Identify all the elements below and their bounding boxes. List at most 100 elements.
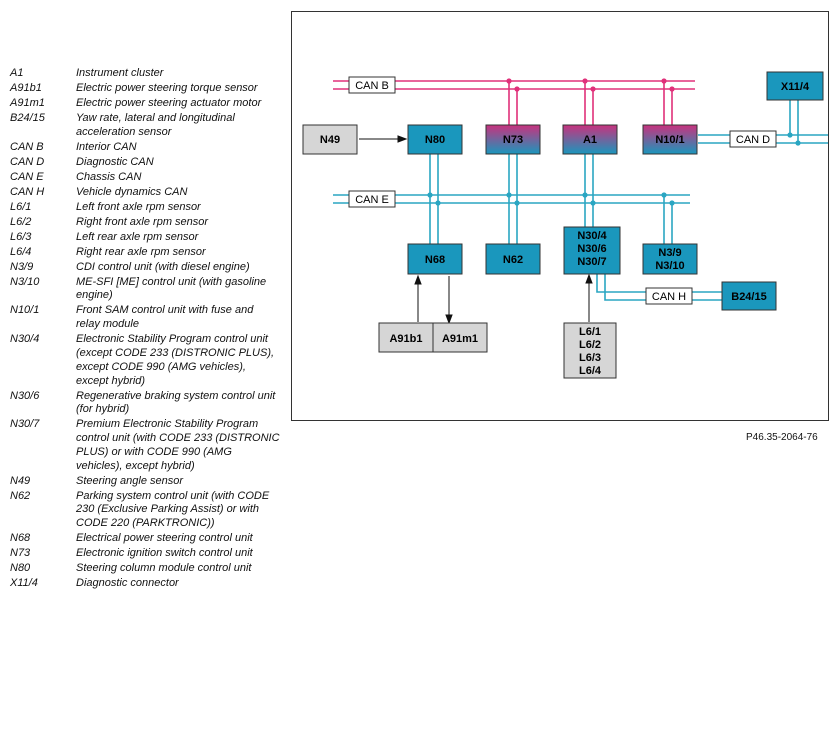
legend-desc: Premium Electronic Stability Program con… xyxy=(76,418,280,472)
legend-row: N62 Parking system control unit (with COD… xyxy=(10,490,280,531)
svg-text:N30/7: N30/7 xyxy=(577,256,606,268)
can-e-junctions xyxy=(427,192,675,206)
svg-text:A91b1: A91b1 xyxy=(389,333,422,345)
n10-1-box: N10/1 xyxy=(642,124,698,155)
legend-desc: Left front axle rpm sensor xyxy=(76,200,201,213)
legend-code: N49 xyxy=(10,474,31,487)
legend-desc: Vehicle dynamics CAN xyxy=(76,185,188,198)
legend-row: B24/15 Yaw rate, lateral and longitudinal… xyxy=(10,112,280,140)
legend-desc: Steering angle sensor xyxy=(76,474,184,487)
svg-text:CAN E: CAN E xyxy=(355,194,389,206)
can-b-label: CAN B xyxy=(348,76,396,94)
a91m1-box: A91m1 xyxy=(432,322,488,353)
legend-code: N62 xyxy=(10,489,31,502)
network-diagram: CAN B CAN E CAN D CAN H xyxy=(302,71,828,379)
svg-text:N80: N80 xyxy=(425,134,445,146)
legend-row: L6/2 Right front axle rpm sensor xyxy=(10,216,280,230)
legend-code: N68 xyxy=(10,532,31,545)
legend-code: A1 xyxy=(10,67,24,79)
svg-text:N10/1: N10/1 xyxy=(655,134,684,146)
legend-desc: Left rear axle rpm sensor xyxy=(76,230,199,243)
svg-text:N68: N68 xyxy=(425,254,445,266)
legend-code: L6/3 xyxy=(10,230,32,243)
svg-text:N3/9: N3/9 xyxy=(658,247,681,259)
legend-code: CAN B xyxy=(10,140,44,153)
legend-code: B24/15 xyxy=(10,111,45,124)
can-d-label: CAN D xyxy=(729,130,777,148)
svg-text:N73: N73 xyxy=(503,134,523,146)
legend-row: L6/3 Left rear axle rpm sensor xyxy=(10,231,280,245)
b24-15-box: B24/15 xyxy=(721,281,777,311)
legend-row: N49 Steering angle sensor xyxy=(10,475,280,489)
svg-text:CAN B: CAN B xyxy=(355,80,389,92)
legend-code: CAN D xyxy=(10,155,45,168)
legend-desc: Right front axle rpm sensor xyxy=(76,215,209,228)
legend-row: N10/1 Front SAM control unit with fuse an… xyxy=(10,304,280,332)
legend-row: N68 Electrical power steering control uni… xyxy=(10,532,280,546)
svg-text:N30/6: N30/6 xyxy=(577,243,606,255)
legend-code: L6/4 xyxy=(10,245,32,258)
legend-code: N10/1 xyxy=(10,304,40,317)
svg-text:X11/4: X11/4 xyxy=(781,81,810,93)
legend-row: X11/4 Diagnostic connector xyxy=(10,577,280,591)
legend-row: N3/9 CDI control unit (with diesel engine… xyxy=(10,261,280,275)
can-h-label: CAN H xyxy=(645,287,693,305)
figure-reference: P46.35-2064-76 xyxy=(746,432,818,443)
legend-code: A91m1 xyxy=(10,96,45,109)
legend-row: N30/4 Electronic Stability Program contro… xyxy=(10,333,280,388)
n30-box: N30/4 N30/6 N30/7 xyxy=(563,226,621,275)
legend-desc: Front SAM control unit with fuse and rel… xyxy=(76,304,254,331)
n62-box: N62 xyxy=(485,243,541,275)
legend-code: L6/2 xyxy=(10,215,32,228)
svg-text:N30/4: N30/4 xyxy=(577,230,607,242)
legend-desc: Electronic Stability Program control uni… xyxy=(76,333,275,387)
legend-code: N30/6 xyxy=(10,389,40,402)
legend-code: N73 xyxy=(10,547,31,560)
legend-desc: Diagnostic connector xyxy=(76,577,179,590)
legend-desc: Electrical power steering control unit xyxy=(76,532,253,545)
legend-desc: ME-SFI [ME] control unit (with gasoline … xyxy=(76,275,267,302)
legend-code: X11/4 xyxy=(10,577,38,590)
legend-desc: Parking system control unit (with CODE 2… xyxy=(76,489,270,530)
legend-code: CAN H xyxy=(10,185,45,198)
svg-text:L6/2: L6/2 xyxy=(579,339,601,351)
svg-text:A1: A1 xyxy=(583,134,597,146)
legend-row: CAN D Diagnostic CAN xyxy=(10,156,280,170)
n73-box: N73 xyxy=(485,124,541,155)
can-d-junctions xyxy=(787,132,801,146)
legend-desc: CDI control unit (with diesel engine) xyxy=(76,260,250,273)
svg-text:N62: N62 xyxy=(503,254,523,266)
legend-desc: Diagnostic CAN xyxy=(76,155,154,168)
n3-box: N3/9 N3/10 xyxy=(642,243,698,275)
legend-desc: Instrument cluster xyxy=(76,67,164,79)
legend-row: A1 Instrument cluster xyxy=(10,67,280,81)
legend-desc: Steering column module control unit xyxy=(76,562,252,575)
l6-box: L6/1 L6/2 L6/3 L6/4 xyxy=(563,322,617,379)
legend-code: N30/4 xyxy=(10,333,40,346)
svg-text:B24/15: B24/15 xyxy=(731,291,766,303)
legend-row: CAN B Interior CAN xyxy=(10,141,280,155)
svg-text:L6/1: L6/1 xyxy=(579,326,601,338)
svg-text:A91m1: A91m1 xyxy=(442,333,478,345)
legend-code: N3/9 xyxy=(10,260,34,273)
svg-text:N3/10: N3/10 xyxy=(655,260,684,272)
a91b1-box: A91b1 xyxy=(378,322,434,353)
svg-text:CAN H: CAN H xyxy=(652,291,686,303)
legend-row: L6/4 Right rear axle rpm sensor xyxy=(10,246,280,260)
n49-box: N49 xyxy=(302,124,358,155)
legend-desc: Regenerative braking system control unit… xyxy=(76,389,276,416)
legend-desc: Chassis CAN xyxy=(76,170,142,183)
legend-desc: Right rear axle rpm sensor xyxy=(76,245,206,258)
x11-4-box: X11/4 xyxy=(766,71,824,101)
legend-desc: Interior CAN xyxy=(76,140,137,153)
legend-desc: Electric power steering torque sensor xyxy=(76,81,258,94)
svg-text:L6/3: L6/3 xyxy=(579,352,601,364)
legend-desc: Yaw rate, lateral and longitudinal accel… xyxy=(76,111,235,138)
